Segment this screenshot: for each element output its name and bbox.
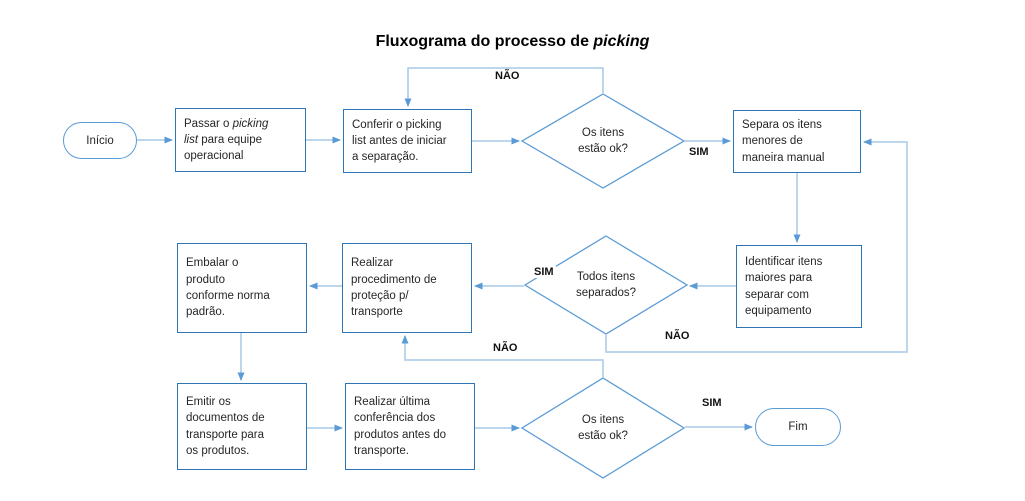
node-inicio: Início bbox=[63, 122, 137, 159]
page-title-text: Fluxograma do processo de bbox=[375, 33, 594, 50]
node-embalar-produto-label: Embalar o produto conforme norma padrão. bbox=[186, 257, 270, 319]
node-separa-itens-menores-label: Separa os itens menores de maneira manua… bbox=[742, 119, 825, 164]
node-fim: Fim bbox=[755, 408, 841, 446]
node-identificar-itens-maiores-label: Identificar itens maiores para separar c… bbox=[745, 255, 823, 317]
diamond-todos-separados-shape bbox=[523, 235, 689, 335]
edge-label-nao-all-separated: NÃO bbox=[663, 330, 692, 342]
node-passar-picking-list-label: Passar o picking list para equipe operac… bbox=[184, 117, 269, 163]
edge-label-sim-all-separated: SIM bbox=[532, 266, 556, 278]
node-emitir-documentos-label: Emitir os documentos de transporte para … bbox=[186, 395, 265, 457]
edge-label-nao-items-ok-2: NÃO bbox=[491, 342, 520, 354]
node-separa-itens-menores: Separa os itens menores de maneira manua… bbox=[733, 110, 861, 173]
diamond-itens-ok-2-shape bbox=[520, 377, 686, 479]
page-title-italic: picking bbox=[593, 33, 650, 50]
node-conferencia-final-label: Realizar última conferência dos produtos… bbox=[354, 395, 447, 457]
edge-itens-ok-1-nao-to-conferir bbox=[404, 67, 604, 107]
edge-todos-separados-nao-to-separa bbox=[605, 138, 908, 353]
node-inicio-label: Início bbox=[86, 134, 114, 147]
edge-label-sim-items-ok-1: SIM bbox=[687, 146, 711, 158]
page-title: Fluxograma do processo de picking bbox=[0, 33, 1025, 51]
edge-label-sim-items-ok-2: SIM bbox=[700, 397, 724, 409]
node-conferir-picking-list-label: Conferir o picking list antes de iniciar… bbox=[352, 118, 447, 164]
node-emitir-documentos: Emitir os documentos de transporte para … bbox=[177, 383, 307, 470]
diamond-itens-ok-1-shape bbox=[520, 93, 686, 189]
node-conferir-picking-list: Conferir o picking list antes de iniciar… bbox=[343, 109, 472, 173]
node-conferencia-final: Realizar última conferência dos produtos… bbox=[345, 383, 475, 470]
node-realizar-protecao-label: Realizar procedimento de proteção p/ tra… bbox=[351, 257, 437, 319]
node-realizar-protecao: Realizar procedimento de proteção p/ tra… bbox=[342, 243, 472, 333]
node-embalar-produto: Embalar o produto conforme norma padrão. bbox=[177, 243, 307, 333]
node-identificar-itens-maiores: Identificar itens maiores para separar c… bbox=[736, 245, 862, 328]
edge-itens-ok-2-nao-to-protecao bbox=[401, 335, 604, 378]
node-fim-label: Fim bbox=[788, 421, 808, 433]
edge-label-nao-recheck: NÃO bbox=[493, 70, 522, 82]
node-passar-picking-list: Passar o picking list para equipe operac… bbox=[175, 108, 306, 172]
